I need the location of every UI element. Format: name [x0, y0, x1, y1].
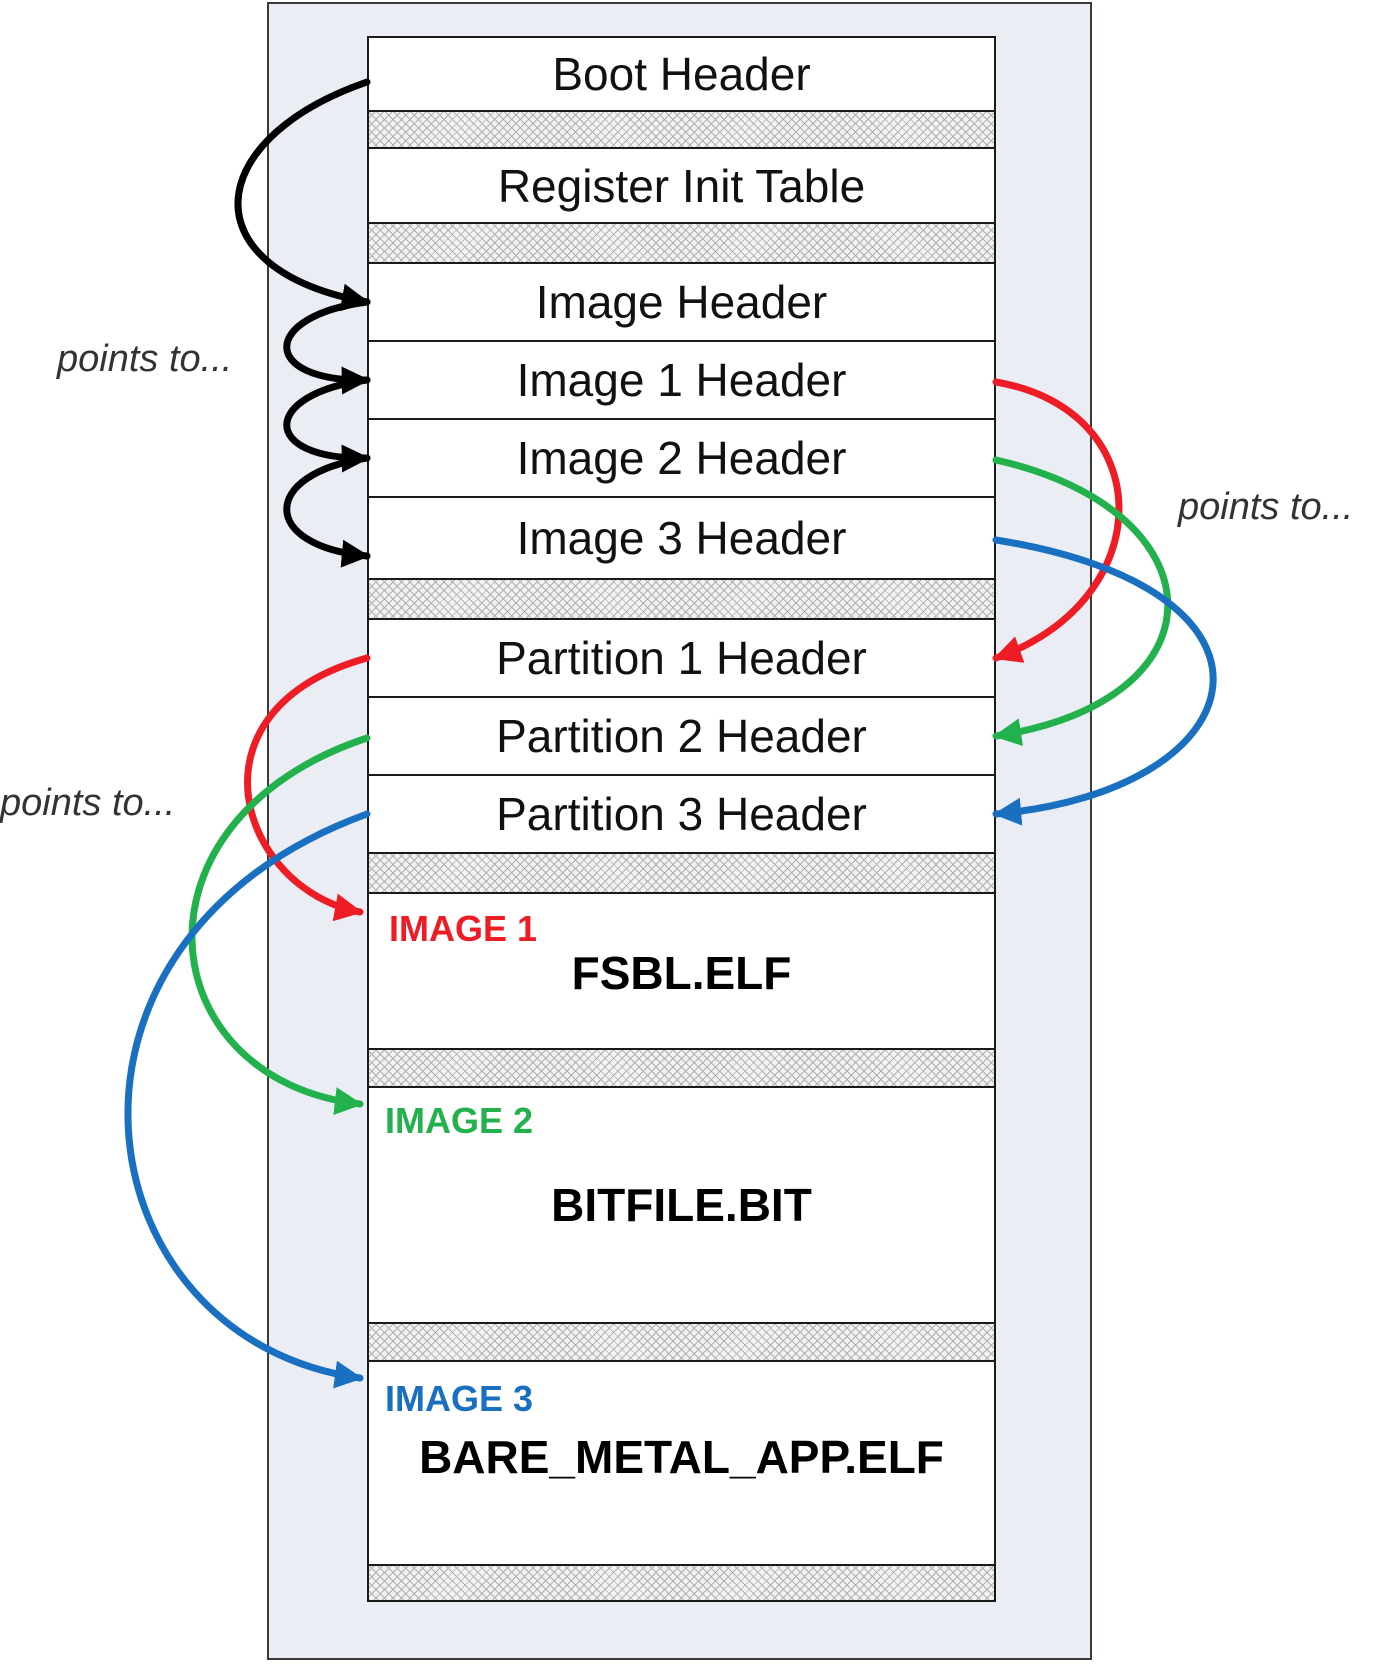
- image-3-header-block: Image 3 Header: [367, 496, 996, 580]
- partition-2-header-label: Partition 2 Header: [496, 710, 867, 762]
- partition-3-header-label: Partition 3 Header: [496, 788, 867, 840]
- image-1-block: IMAGE 1 FSBL.ELF: [367, 892, 996, 1050]
- points-to-note-right: points to...: [1178, 486, 1354, 528]
- image-2-block: IMAGE 2 BITFILE.BIT: [367, 1086, 996, 1324]
- padding-block: [367, 110, 996, 149]
- image-1-tag: IMAGE 1: [389, 908, 538, 949]
- padding-block: [367, 1564, 996, 1602]
- arrow-partition-1-to-image-1: [244, 654, 371, 922]
- partition-2-header-block: Partition 2 Header: [367, 696, 996, 776]
- partition-1-header-label: Partition 1 Header: [496, 632, 867, 684]
- image-3-file: BARE_METAL_APP.ELF: [419, 1431, 944, 1483]
- padding-block: [367, 1322, 996, 1362]
- boot-header-block: Boot Header: [367, 36, 996, 112]
- image-1-file: FSBL.ELF: [571, 947, 792, 999]
- points-to-note-left-bottom: points to...: [0, 782, 176, 824]
- boot-header-label: Boot Header: [552, 48, 811, 100]
- arrow-image-header-to-image-1: [283, 298, 371, 395]
- image-3-block: IMAGE 3 BARE_METAL_APP.ELF: [367, 1360, 996, 1566]
- padding-block: [367, 578, 996, 620]
- padding-block: [367, 1048, 996, 1088]
- arrow-image-1-to-image-2: [283, 376, 371, 473]
- image-2-header-label: Image 2 Header: [516, 432, 847, 484]
- register-init-table-label: Register Init Table: [497, 159, 866, 212]
- arrow-partition-3-to-image-3: [124, 810, 371, 1389]
- image-1-header-label: Image 1 Header: [516, 354, 847, 406]
- image-header-label: Image Header: [535, 276, 828, 328]
- points-to-note-left-top: points to...: [57, 338, 233, 380]
- arrow-image-1-to-partition-1: [992, 378, 1123, 663]
- image-3-tag: IMAGE 3: [385, 1378, 534, 1419]
- arrow-boot-to-image-header: [234, 78, 371, 312]
- image-2-tag: IMAGE 2: [385, 1100, 534, 1141]
- image-3-header-label: Image 3 Header: [516, 512, 847, 564]
- arrow-image-2-to-image-3: [283, 454, 371, 568]
- padding-block: [367, 222, 996, 264]
- padding-block: [367, 852, 996, 894]
- image-2-file: BITFILE.BIT: [551, 1179, 812, 1231]
- arrow-image-3-to-partition-3: [992, 536, 1217, 826]
- arrow-partition-2-to-image-2: [188, 734, 371, 1116]
